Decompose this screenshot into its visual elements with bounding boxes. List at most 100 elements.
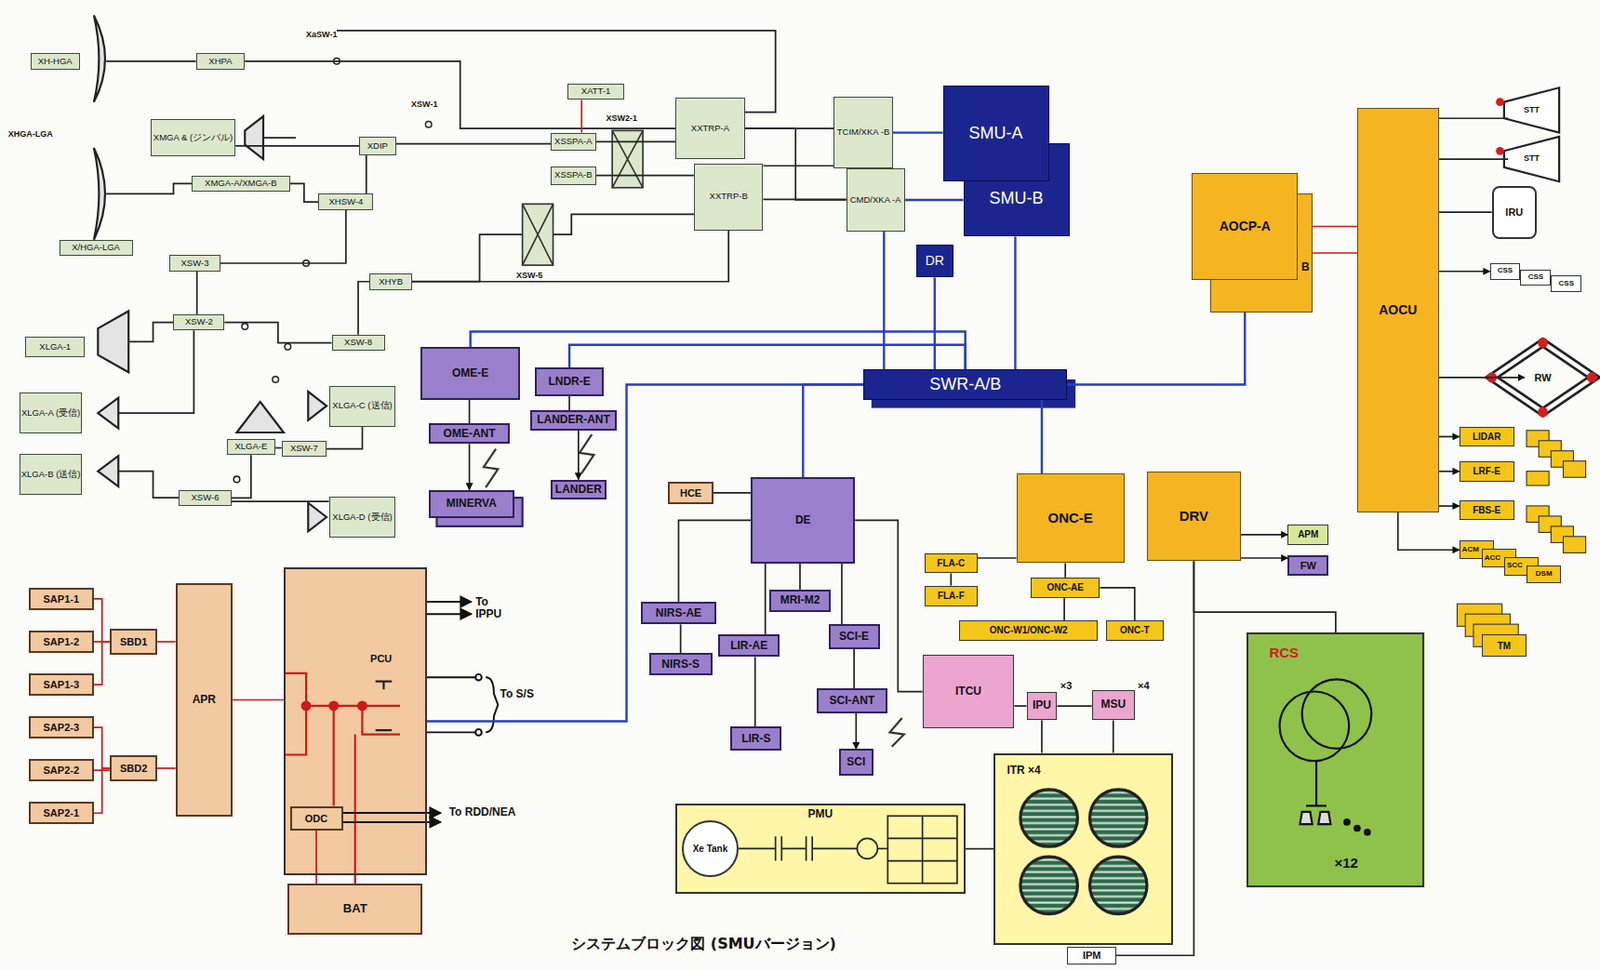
signal-line (275, 447, 282, 450)
node-text: SMU-A (969, 124, 1024, 144)
signal-line (568, 396, 571, 411)
node-text: XXTRP-B (709, 191, 748, 201)
node-text: ONC-T (1120, 625, 1150, 636)
power-bus (283, 673, 400, 884)
panel-fill (283, 567, 1425, 946)
ion-thruster (1020, 789, 1147, 915)
node-text: NIRS-AE (655, 607, 702, 620)
node-text: DE (795, 514, 812, 527)
power-bus (283, 706, 307, 756)
signal-line (468, 443, 471, 490)
node-text: CMD/XKA -A (850, 195, 902, 205)
signal-line (396, 143, 552, 146)
sensor-box: ONC-T (1106, 620, 1163, 641)
data-bus-line (1013, 236, 1016, 370)
antenna (93, 14, 106, 102)
stacked-unit (1563, 461, 1587, 479)
subsystem-panel: RCS×12 (1246, 632, 1425, 888)
signal-line (1240, 533, 1288, 536)
solar-array-box: SAP2-3 (28, 716, 94, 739)
power-unit-box: HCE (667, 481, 713, 505)
node-text: DR (925, 253, 945, 268)
power-bus (302, 701, 311, 710)
node-text: LNDR-E (547, 375, 590, 388)
power-unit-box: ODC (290, 806, 344, 831)
data-bus-line (882, 231, 885, 370)
part-label: ×4 (1137, 680, 1150, 692)
signal-line (1439, 470, 1460, 473)
rf-component-box: XLGA-C (送信) (329, 386, 397, 427)
node-text: SMU-B (989, 189, 1044, 209)
part-label: To IPPU (475, 596, 510, 621)
rcs-tank (1306, 760, 1327, 806)
node-text: XSW-3 (181, 258, 210, 268)
small-unit-box: CSS (1490, 263, 1521, 280)
subsystem-panel: PMUXe Tank (675, 803, 966, 894)
node-text: BAT (343, 902, 368, 916)
signal-line (231, 500, 330, 503)
mission-unit-box: LIR-S (730, 726, 782, 751)
rf-component-box: XLGA-D (受信) (329, 496, 397, 538)
power-bus (329, 701, 338, 710)
signal-line (358, 281, 370, 335)
node-text: TCIM/XKA -B (837, 127, 890, 137)
signal-line (1439, 270, 1491, 273)
data-bus-line (905, 199, 964, 201)
pmu-schematic (856, 838, 878, 859)
small-unit-box: CSS (1550, 275, 1582, 293)
node-text: RCS (1268, 645, 1299, 662)
antenna (307, 391, 327, 421)
node-text: ITR ×4 (1006, 764, 1040, 777)
signal-line (1063, 598, 1066, 621)
power-line (93, 768, 111, 814)
rf-component-box: XMGA-A/XMGA-B (191, 175, 290, 193)
signal-line (196, 271, 199, 315)
node-text: CSS (1559, 280, 1574, 289)
data-bus-line (802, 385, 864, 479)
small-unit-box: CSS (1520, 269, 1551, 287)
pmu-schematic (877, 848, 888, 851)
signal-line (1112, 720, 1115, 753)
node-text: SCC (1506, 561, 1523, 571)
star-tracker-label: STT (1507, 140, 1555, 177)
rf-wire (118, 471, 179, 499)
mission-unit-box: MINERVA (428, 490, 515, 520)
data-bus-line (426, 385, 865, 722)
node-text: LANDER-ANT (536, 413, 611, 427)
switch-contact (233, 476, 240, 483)
signal-line (840, 563, 843, 626)
node-text: XXTRP-A (691, 123, 730, 134)
switch-contact (284, 344, 292, 351)
rf-component-box: XHSW-4 (318, 193, 374, 211)
node-text: LIDAR (1472, 431, 1502, 442)
signal-line (412, 230, 729, 282)
sensor-box: LIDAR (1459, 426, 1515, 448)
node-text: DRV (1179, 508, 1209, 525)
power-line (1312, 252, 1358, 254)
power-line (157, 767, 176, 770)
node-text: FW (1300, 560, 1317, 572)
rf-component-box: XLGA-A (受信) (19, 392, 82, 434)
output-arrow (343, 601, 499, 823)
node-text: XDIP (367, 141, 388, 151)
node-text: MINERVA (446, 497, 497, 510)
radio-link (483, 449, 498, 489)
data-bus-line (933, 277, 936, 370)
rf-component-box: XLGA-E (226, 439, 277, 456)
node-text: APR (192, 693, 216, 707)
antenna (307, 503, 327, 533)
hybrid-switch (522, 203, 554, 266)
rf-wire (106, 30, 776, 498)
node-text: SCI (846, 756, 866, 769)
signal-line (1439, 117, 1509, 120)
power-line (93, 641, 111, 685)
small-unit-box: IPM (1066, 946, 1117, 965)
propulsion-unit-box: ITCU (922, 654, 1015, 729)
panel-fill (1246, 632, 1425, 888)
signal-line (762, 164, 834, 167)
power-bus (283, 673, 307, 707)
node-text: ODC (305, 813, 328, 825)
antenna (97, 455, 119, 487)
